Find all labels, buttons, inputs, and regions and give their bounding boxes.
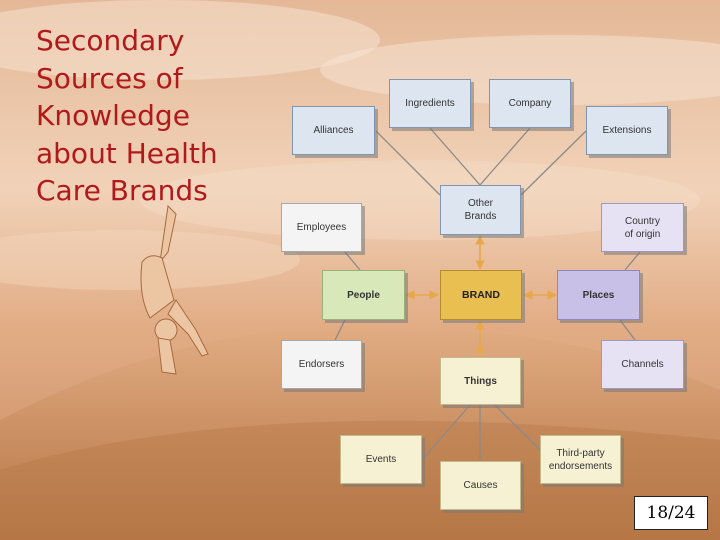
node-label: Channels [621,359,664,370]
node-events: Events [340,435,422,484]
node-label: Ingredients [405,98,455,109]
node-causes: Causes [440,461,521,510]
node-label: Places [582,289,615,301]
node-things: Things [440,357,521,405]
title-line: Knowledge [36,99,190,132]
connector-line [494,404,541,451]
node-alliances: Alliances [292,106,375,155]
connector-line [334,319,346,341]
connector-line [619,319,636,341]
node-label: Other Brands [464,198,497,222]
connector-line [624,251,641,271]
node-extensions: Extensions [586,106,668,155]
node-label: Company [508,98,552,109]
page-number: 18/24 [634,496,708,530]
connector-line [421,404,471,461]
node-third-party-endorsements: Third-party endorsements [540,435,621,484]
node-label: Causes [463,480,498,491]
connector-line [344,251,361,271]
node-label: Extensions [602,125,652,136]
node-employees: Employees [281,203,362,252]
node-label: Endorsers [298,359,345,370]
connector-line [479,127,531,186]
node-label: People [347,289,380,301]
node-country-of-origin: Country of origin [601,203,684,252]
node-company: Company [489,79,571,128]
node-other-brands: Other Brands [440,185,521,235]
connector-line [520,130,587,196]
title-line: Secondary [36,24,185,57]
node-endorsers: Endorsers [281,340,362,389]
node-label: Things [464,375,497,387]
node-channels: Channels [601,340,684,389]
node-label: Country of origin [624,215,661,240]
node-people: People [322,270,405,320]
title-line: Sources of [36,61,183,95]
node-label: BRAND [462,288,500,301]
connector-line [375,130,441,196]
node-label: Events [365,454,397,465]
node-label: Third-party endorsements [548,447,613,472]
slide-title: Secondary Sources of Knowledge about Hea… [36,22,286,210]
connector-line [429,127,481,186]
node-ingredients: Ingredients [389,79,471,128]
node-places: Places [557,270,640,320]
node-label: Alliances [313,125,354,136]
title-line: about Health [36,136,218,170]
node-label: Employees [296,222,347,233]
node-brand: BRAND [440,270,522,320]
title-line: Care Brands [36,174,208,207]
child-cartwheel-figure [140,204,209,375]
